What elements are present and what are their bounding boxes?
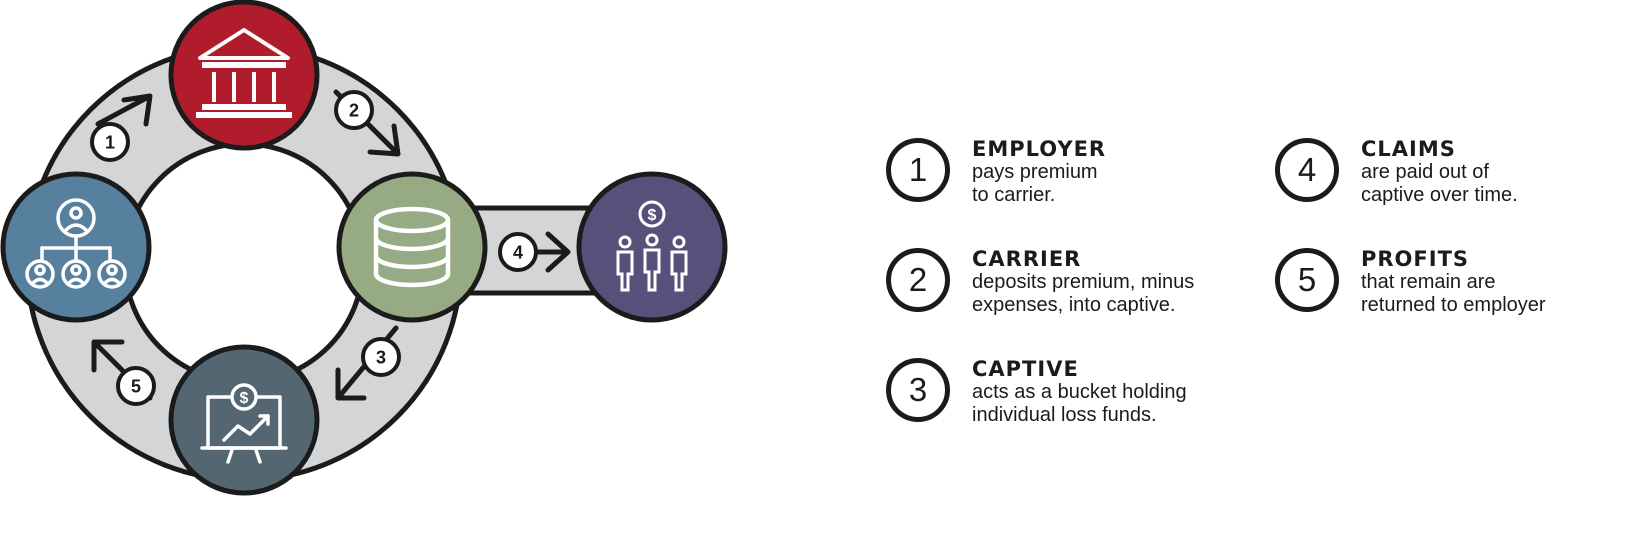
claims-dollar-sign: $ (648, 207, 657, 224)
legend-item-captive: 3 CAPTIVE acts as a bucket holding indiv… (886, 357, 1226, 438)
step-badge-3-label: 3 (376, 348, 386, 368)
legend-number-badge: 2 (886, 248, 950, 312)
legend-number-badge: 3 (886, 358, 950, 422)
step-badge-4: 4 (498, 232, 538, 272)
legend-description-line: captive over time. (1361, 184, 1518, 206)
profits-node: $ (168, 344, 320, 496)
legend-item-employer: 1 EMPLOYER pays premium to carrier. (886, 137, 1226, 218)
legend-title: PROFITS (1361, 247, 1470, 271)
employer-node (0, 171, 152, 323)
legend-number-badge: 4 (1275, 138, 1339, 202)
flow-arrow-1 (95, 93, 153, 127)
legend-title: EMPLOYER (972, 137, 1107, 161)
legend-item-claims: 4 CLAIMS are paid out of captive over ti… (1275, 137, 1615, 218)
database-bucket-icon (373, 206, 451, 288)
legend-description-line: are paid out of (1361, 161, 1489, 183)
legend-description-line: pays premium (972, 161, 1098, 183)
step-badge-5: 5 (116, 366, 156, 406)
legend-description-line: to carrier. (972, 184, 1056, 206)
legend-description-line: deposits premium, minus (972, 271, 1195, 293)
legend-number-badge: 5 (1275, 248, 1339, 312)
legend-description-line: that remain are (1361, 271, 1496, 293)
captive-flow-diagram: 1 2 3 4 5 (0, 0, 728, 496)
step-badge-2-label: 2 (349, 101, 359, 121)
bank-building-icon (196, 28, 292, 118)
claims-node: $ (576, 171, 728, 323)
legend-title: CLAIMS (1361, 137, 1456, 161)
step-badge-4-label: 4 (513, 243, 523, 263)
step-badge-3: 3 (361, 337, 401, 377)
chart-presentation-icon: $ (200, 383, 288, 464)
legend-title: CAPTIVE (972, 357, 1079, 381)
people-network-icon (25, 198, 127, 289)
legend-description-line: acts as a bucket holding (972, 381, 1187, 403)
legend-description-line: expenses, into captive. (972, 294, 1176, 316)
step-badge-1: 1 (90, 122, 130, 162)
legend-description-line: individual loss funds. (972, 404, 1157, 426)
legend-item-carrier: 2 CARRIER deposits premium, minus expens… (886, 247, 1226, 328)
legend-title: CARRIER (972, 247, 1082, 271)
step-badge-2: 2 (334, 90, 374, 130)
carrier-node (168, 0, 320, 151)
captive-node (336, 171, 488, 323)
step-badge-5-label: 5 (131, 377, 141, 397)
legend-number-badge: 1 (886, 138, 950, 202)
step-badge-1-label: 1 (105, 133, 115, 153)
profits-dollar-sign: $ (240, 390, 249, 407)
people-dollar-icon: $ (616, 200, 688, 292)
legend-item-profits: 5 PROFITS that remain are returned to em… (1275, 247, 1615, 328)
legend-description-line: returned to employer (1361, 294, 1546, 316)
